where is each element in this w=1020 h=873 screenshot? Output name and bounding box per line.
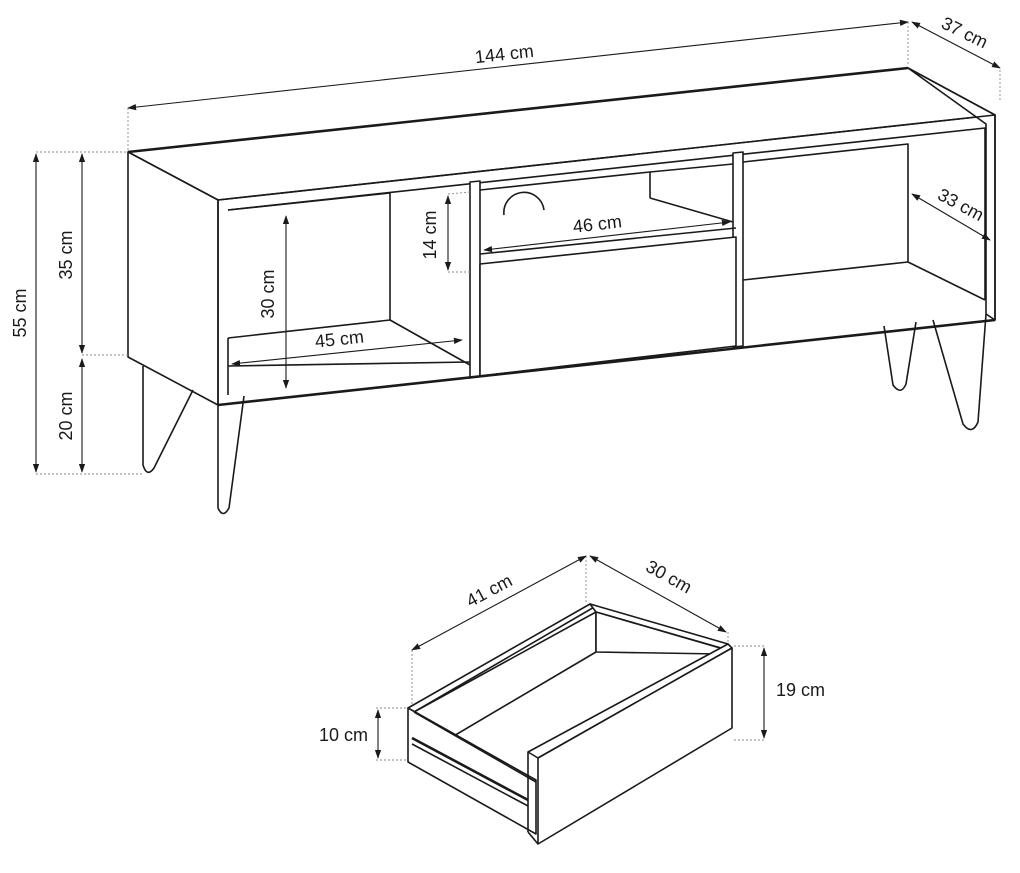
inner-depth-label: 33 cm: [934, 184, 987, 225]
leg-back-left: [142, 366, 194, 474]
drawer-inner-height-label: 10 cm: [319, 725, 368, 745]
compartment-width-dimension-line: [231, 337, 463, 367]
middle-opening-top: [649, 163, 734, 173]
left-compartment-back: [227, 192, 391, 339]
total-height-label: 55 cm: [10, 288, 30, 337]
left-compartment-floor-edge: [389, 319, 471, 366]
tv-cabinet: [127, 66, 996, 407]
middle-opening-floor: [649, 197, 734, 223]
drawer-height-label: 19 cm: [776, 680, 825, 700]
leg-height-label: 20 cm: [56, 391, 76, 440]
partition-left: [469, 180, 481, 379]
middle-opening-width-label: 46 cm: [572, 211, 623, 236]
depth-dimension-line: [911, 21, 1001, 69]
compartment-width-label: 45 cm: [314, 327, 365, 352]
width-dimension-line: [127, 19, 909, 111]
depth-label: 37 cm: [938, 13, 991, 52]
middle-opening-back: [479, 171, 651, 198]
left-compartment-shelf-front: [227, 361, 471, 367]
drawer-box: [407, 603, 733, 845]
middle-opening-width-dimension-line: [483, 219, 731, 253]
compartment-height-label: 30 cm: [258, 269, 278, 318]
drawer-side-inner-edge: [413, 711, 537, 783]
drawer-front: [479, 236, 737, 377]
leg-back-right: [883, 321, 917, 392]
right-compartment-back: [742, 143, 909, 262]
drawer-front-bottom-corner: [527, 831, 539, 845]
drawer-front-face: [537, 647, 733, 845]
drawer-runner-lower: [411, 743, 529, 807]
leg-front-left: [217, 395, 245, 515]
middle-opening-height-label: 14 cm: [420, 210, 440, 259]
drawer-depth-dimension-line: [589, 555, 727, 633]
drawer-width-dimension-line: [411, 555, 587, 651]
drawer-runner: [411, 736, 529, 802]
hairpin-legs: [142, 313, 987, 515]
cabinet-bottom-edge: [217, 318, 996, 407]
drawer-depth-label: 30 cm: [643, 556, 696, 597]
drawer-width-label: 41 cm: [463, 570, 516, 611]
body-height-label: 35 cm: [56, 230, 76, 279]
inner-depth-dimension-line: [911, 193, 991, 241]
cabinet-right-side-panel: [907, 67, 996, 321]
right-compartment-floor-edge: [907, 261, 986, 301]
right-compartment-shelf: [742, 261, 909, 281]
cable-hole: [503, 191, 545, 216]
cabinet-top-surface: [127, 67, 996, 201]
width-label: 144 cm: [474, 41, 535, 67]
leg-front-right: [932, 313, 987, 431]
